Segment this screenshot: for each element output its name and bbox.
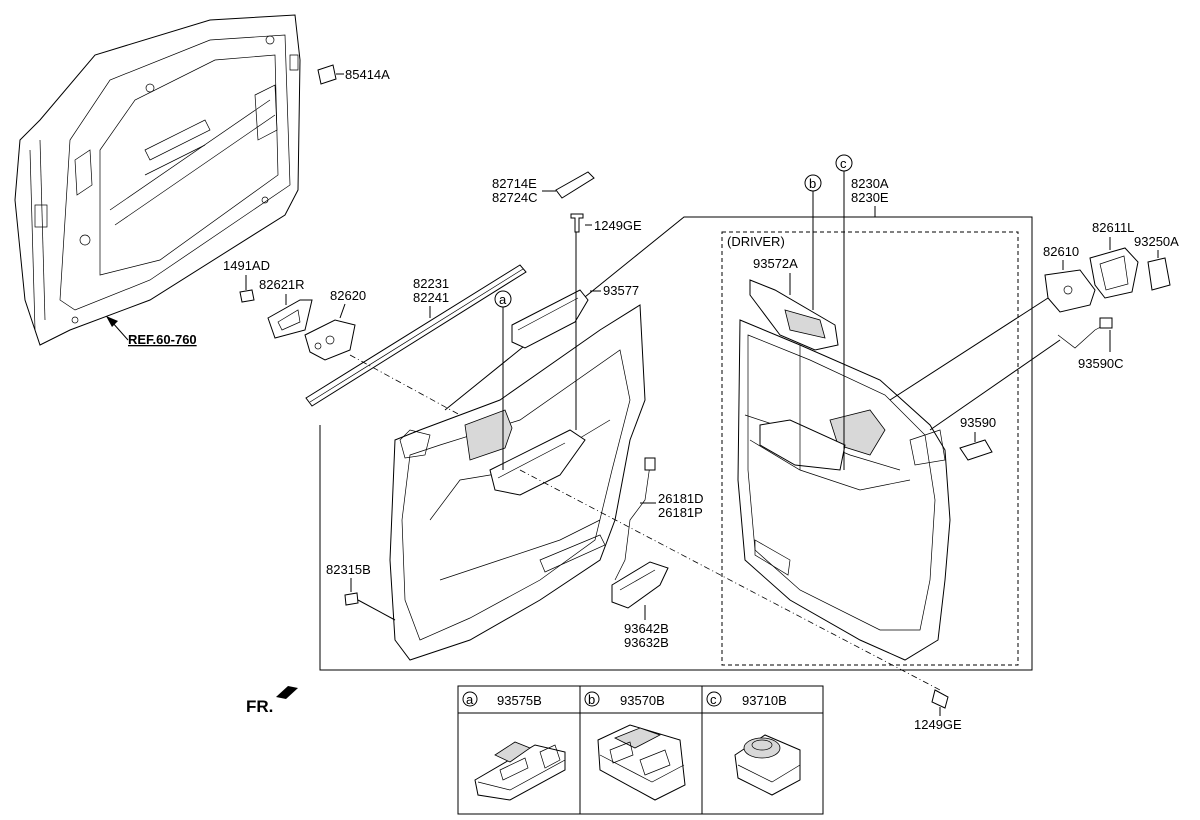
label-82315B: 82315B [326, 562, 371, 577]
door-trim-panel-passenger [389, 289, 646, 661]
label-82611L: 82611L [1092, 220, 1134, 235]
front-arrow-icon [276, 686, 298, 699]
label-93250A: 93250A [1134, 234, 1179, 249]
legend-key-a: a [466, 692, 474, 707]
label-1491AD: 1491AD [223, 258, 270, 273]
door-frame-drawing [14, 14, 301, 346]
switch-drawing-b [597, 724, 686, 801]
inside-handle-82621R [267, 299, 313, 339]
label-26181D: 26181D [658, 491, 704, 506]
label-93642B: 93642B [624, 621, 669, 636]
callout-a-text: a [499, 292, 507, 307]
switch-93590 [959, 439, 993, 461]
label-93590C: 93590C [1078, 356, 1124, 371]
legend-key-c: c [710, 692, 717, 707]
switch-drawing-a [474, 741, 566, 801]
label-82620: 82620 [330, 288, 366, 303]
screw-1249GE-top [570, 213, 584, 233]
callout-b-text: b [809, 176, 816, 191]
legend-part-a: 93575B [497, 693, 542, 708]
label-85414A: 85414A [345, 67, 390, 82]
callout-c-text: c [840, 156, 847, 171]
label-82231: 82231 [413, 276, 449, 291]
pad-part-85414A [317, 64, 337, 85]
legend-key-b: b [588, 692, 595, 707]
legend-part-c: 93710B [742, 693, 787, 708]
inside-handle-82611L [1089, 247, 1139, 299]
label-93577: 93577 [603, 283, 639, 298]
callout-legend-table: a 93575B b 93570B c 93710B [457, 685, 824, 815]
screw-1249GE-bottom [931, 689, 949, 709]
label-8230E: 8230E [851, 190, 889, 205]
label-82724C: 82724C [492, 190, 538, 205]
switch-drawing-c [734, 734, 801, 796]
label-82621R: 82621R [259, 277, 305, 292]
switch-93250A [1147, 257, 1171, 291]
switch-93642B [611, 561, 669, 609]
clip-part-82315B [344, 592, 359, 606]
label-1249GE-bottom: 1249GE [914, 717, 962, 732]
label-26181P: 26181P [658, 505, 703, 520]
ref-label: REF.60-760 [128, 332, 197, 347]
label-82714E: 82714E [492, 176, 537, 191]
label-93572A: 93572A [753, 256, 798, 271]
handle-assy-82620 [304, 319, 356, 361]
label-93590: 93590 [960, 415, 996, 430]
clip-part-1491AD [239, 289, 255, 303]
legend-part-b: 93570B [620, 693, 665, 708]
label-8230A: 8230A [851, 176, 889, 191]
garnish-82714E [555, 171, 595, 199]
wiring-26181D [614, 464, 651, 581]
front-direction-label: FR. [246, 697, 273, 716]
door-trim-panel-driver [737, 279, 951, 661]
label-1249GE-top: 1249GE [594, 218, 642, 233]
driver-label: (DRIVER) [727, 234, 785, 249]
label-82610: 82610 [1043, 244, 1079, 259]
driver-side-box [721, 231, 1019, 666]
handle-assy-82610 [1044, 269, 1096, 313]
label-82241: 82241 [413, 290, 449, 305]
main-assembly-frame [319, 216, 1033, 671]
label-93632B: 93632B [624, 635, 669, 650]
